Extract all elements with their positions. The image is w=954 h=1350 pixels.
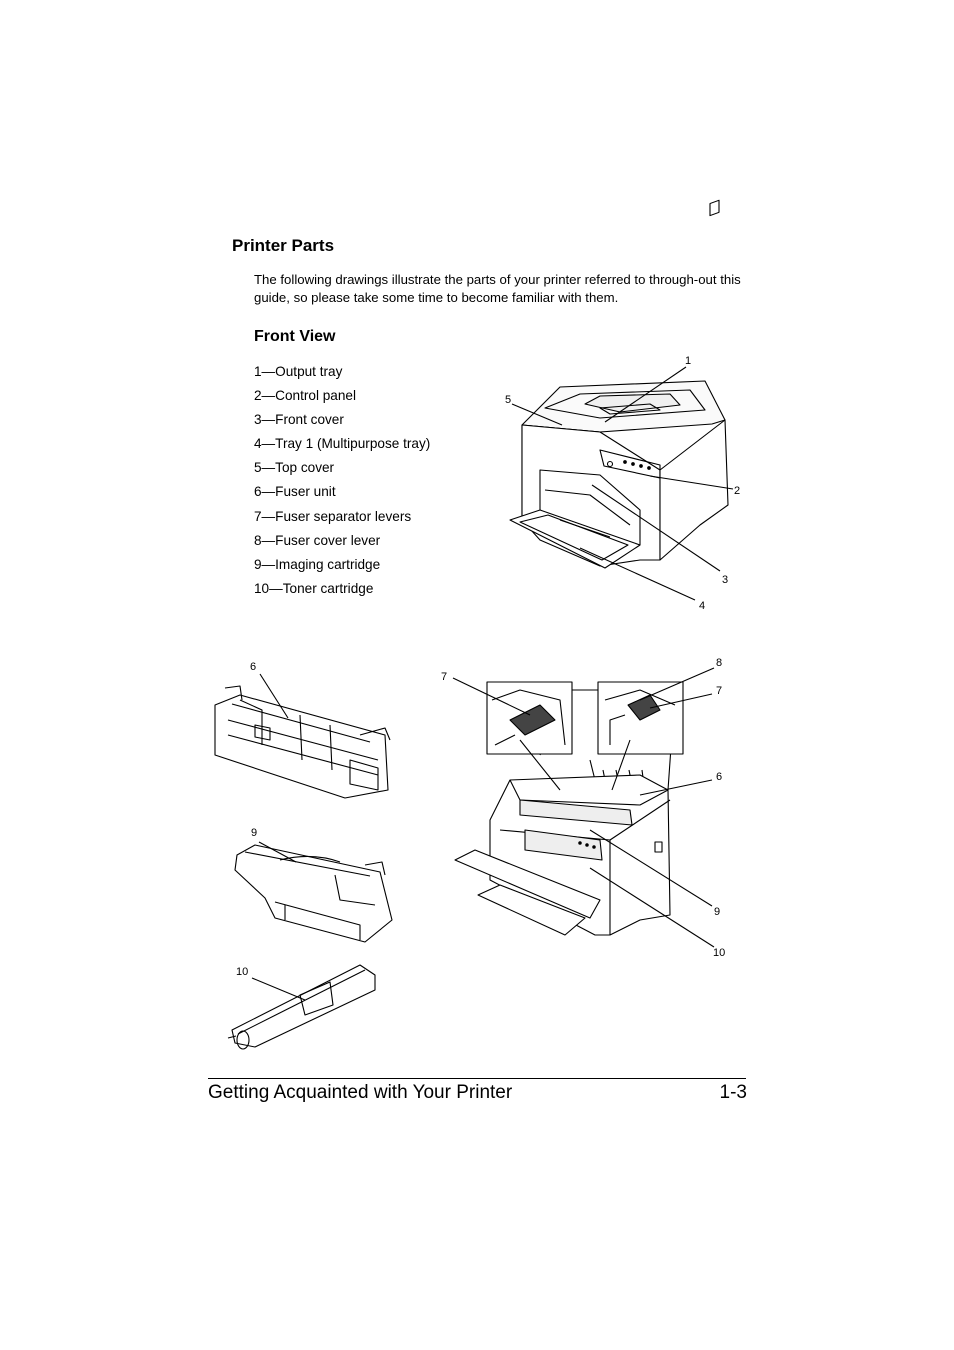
list-item: 3—Front cover: [254, 412, 344, 428]
list-item: 7—Fuser separator levers: [254, 508, 412, 524]
callout-label: 3: [722, 574, 728, 586]
subsection-title: Front View: [254, 328, 336, 345]
callout-label: 5: [505, 394, 511, 406]
callout-label: 10: [236, 966, 248, 978]
list-item: 8—Fuser cover lever: [254, 532, 381, 548]
callout-label: 9: [714, 906, 720, 918]
footer-chapter-title: Getting Acquainted with Your Printer: [208, 1082, 513, 1103]
list-item: 1—Output tray: [254, 364, 343, 379]
footer-page-number: 1-3: [719, 1082, 747, 1103]
front-callouts: 1 2 3 4 5: [505, 355, 740, 612]
callout-label: 6: [250, 661, 256, 673]
toner-cartridge-illustration: [227, 964, 376, 1050]
callout-label: 7: [716, 685, 722, 697]
intro-paragraph: The following drawings illustrate the pa…: [254, 272, 741, 305]
list-item: 9—Imaging cartridge: [254, 556, 381, 572]
list-item: 10—Toner cartridge: [254, 580, 374, 596]
list-item: 2—Control panel: [254, 388, 357, 404]
callout-label: 8: [716, 657, 722, 669]
list-item: 4—Tray 1 (Multipurpose tray): [254, 436, 431, 452]
callout-label: 10: [713, 947, 725, 959]
imaging-cartridge-illustration: [234, 841, 393, 943]
list-item: 5—Top cover: [254, 460, 335, 476]
callout-label: 4: [699, 600, 705, 612]
fuser-unit-illustration: [214, 673, 391, 799]
callout-label: 7: [441, 671, 447, 683]
printer-open-illustration: [452, 667, 715, 948]
printer-front-illustration: [509, 199, 734, 601]
footer-rule: [208, 1078, 746, 1079]
callout-label: 2: [734, 485, 740, 497]
callout-label: 1: [685, 355, 691, 367]
list-item: 6—Fuser unit: [254, 484, 336, 500]
section-title: Printer Parts: [232, 236, 335, 255]
callout-label: 6: [716, 771, 722, 783]
parts-list: 1—Output tray 2—Control panel 3—Front co…: [254, 361, 430, 602]
open-callouts: 7 8 7 6 9 10: [441, 657, 725, 959]
callout-label: 9: [251, 827, 257, 839]
